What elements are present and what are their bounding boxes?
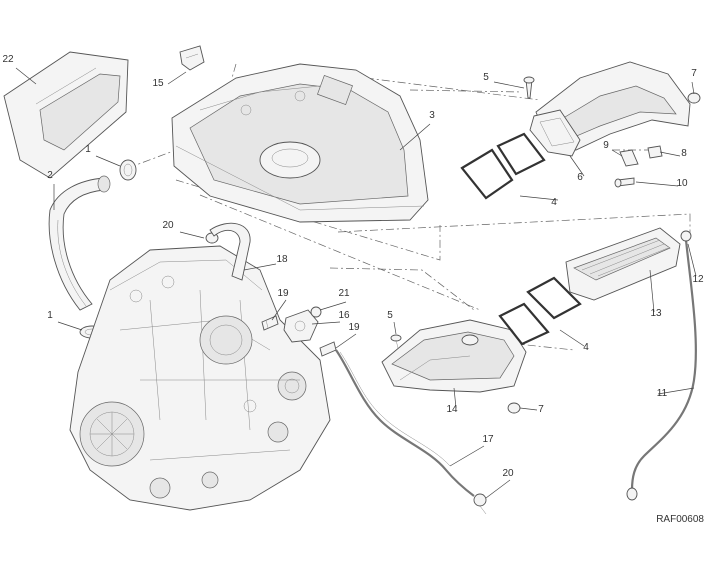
- callout-number: 10: [676, 178, 688, 189]
- callout-number: 7: [691, 68, 697, 79]
- breather-hose-2: [48, 175, 111, 311]
- callout-number: 1: [85, 144, 91, 155]
- hose-17: [335, 349, 475, 497]
- callout-number: 5: [387, 310, 393, 321]
- callout-number: 4: [551, 197, 557, 208]
- fitting-19-upper: [261, 315, 279, 331]
- hose-18: [209, 222, 251, 281]
- heat-shield-22: [3, 51, 129, 179]
- screw-5-upper: [523, 76, 535, 99]
- callout-number: 14: [446, 404, 458, 415]
- airbox-3: [171, 63, 429, 223]
- fitting-19-lower: [319, 341, 337, 357]
- callout-number: 15: [152, 78, 164, 89]
- callout-number: 18: [276, 254, 288, 265]
- callout-number: 7: [538, 404, 544, 415]
- callout-number: 19: [348, 322, 360, 333]
- drawing-code: RAF00608: [656, 514, 704, 525]
- callout-number: 12: [692, 274, 704, 285]
- callout-number: 11: [657, 388, 668, 399]
- callout-number: 2: [47, 170, 53, 181]
- screw-5-lower: [390, 334, 402, 349]
- callout-number: 22: [2, 54, 14, 65]
- grommet-7-upper: [687, 92, 701, 104]
- bracket-15: [179, 45, 205, 71]
- drain-hose-11: [626, 239, 697, 501]
- engine-block: [69, 245, 331, 511]
- callout-number: 1: [47, 310, 53, 321]
- valve-16: [283, 309, 319, 343]
- intake-duct-lower-14: [381, 319, 527, 393]
- callout-number: 13: [650, 308, 662, 319]
- clamp-20-bottom: [473, 493, 487, 515]
- callout-number: 6: [577, 172, 583, 183]
- gasket-4-lower: [498, 276, 582, 346]
- gasket-4-upper: [460, 132, 546, 200]
- callout-number: 21: [338, 288, 350, 299]
- clip-12: [680, 230, 692, 242]
- plug-8: [647, 145, 663, 159]
- clip-9: [619, 149, 639, 167]
- callout-number: 20: [162, 220, 174, 231]
- cap-21: [310, 306, 322, 318]
- callout-leader-lines: [15, 67, 697, 499]
- callout-number: 17: [482, 434, 494, 445]
- callout-number: 3: [429, 110, 435, 121]
- callout-number: 8: [681, 148, 687, 159]
- air-filter-13: [565, 227, 681, 301]
- callout-number: 16: [338, 310, 350, 321]
- callout-number: 4: [583, 342, 589, 353]
- intake-duct-upper-6: [529, 61, 691, 157]
- hose-clamp-1-top: [119, 159, 137, 181]
- screw-10: [614, 177, 635, 188]
- callout-number: 20: [502, 468, 514, 479]
- callout-number: 9: [603, 140, 609, 151]
- grommet-7-lower: [507, 402, 521, 414]
- callout-number: 5: [483, 72, 489, 83]
- callout-number: 19: [277, 288, 289, 299]
